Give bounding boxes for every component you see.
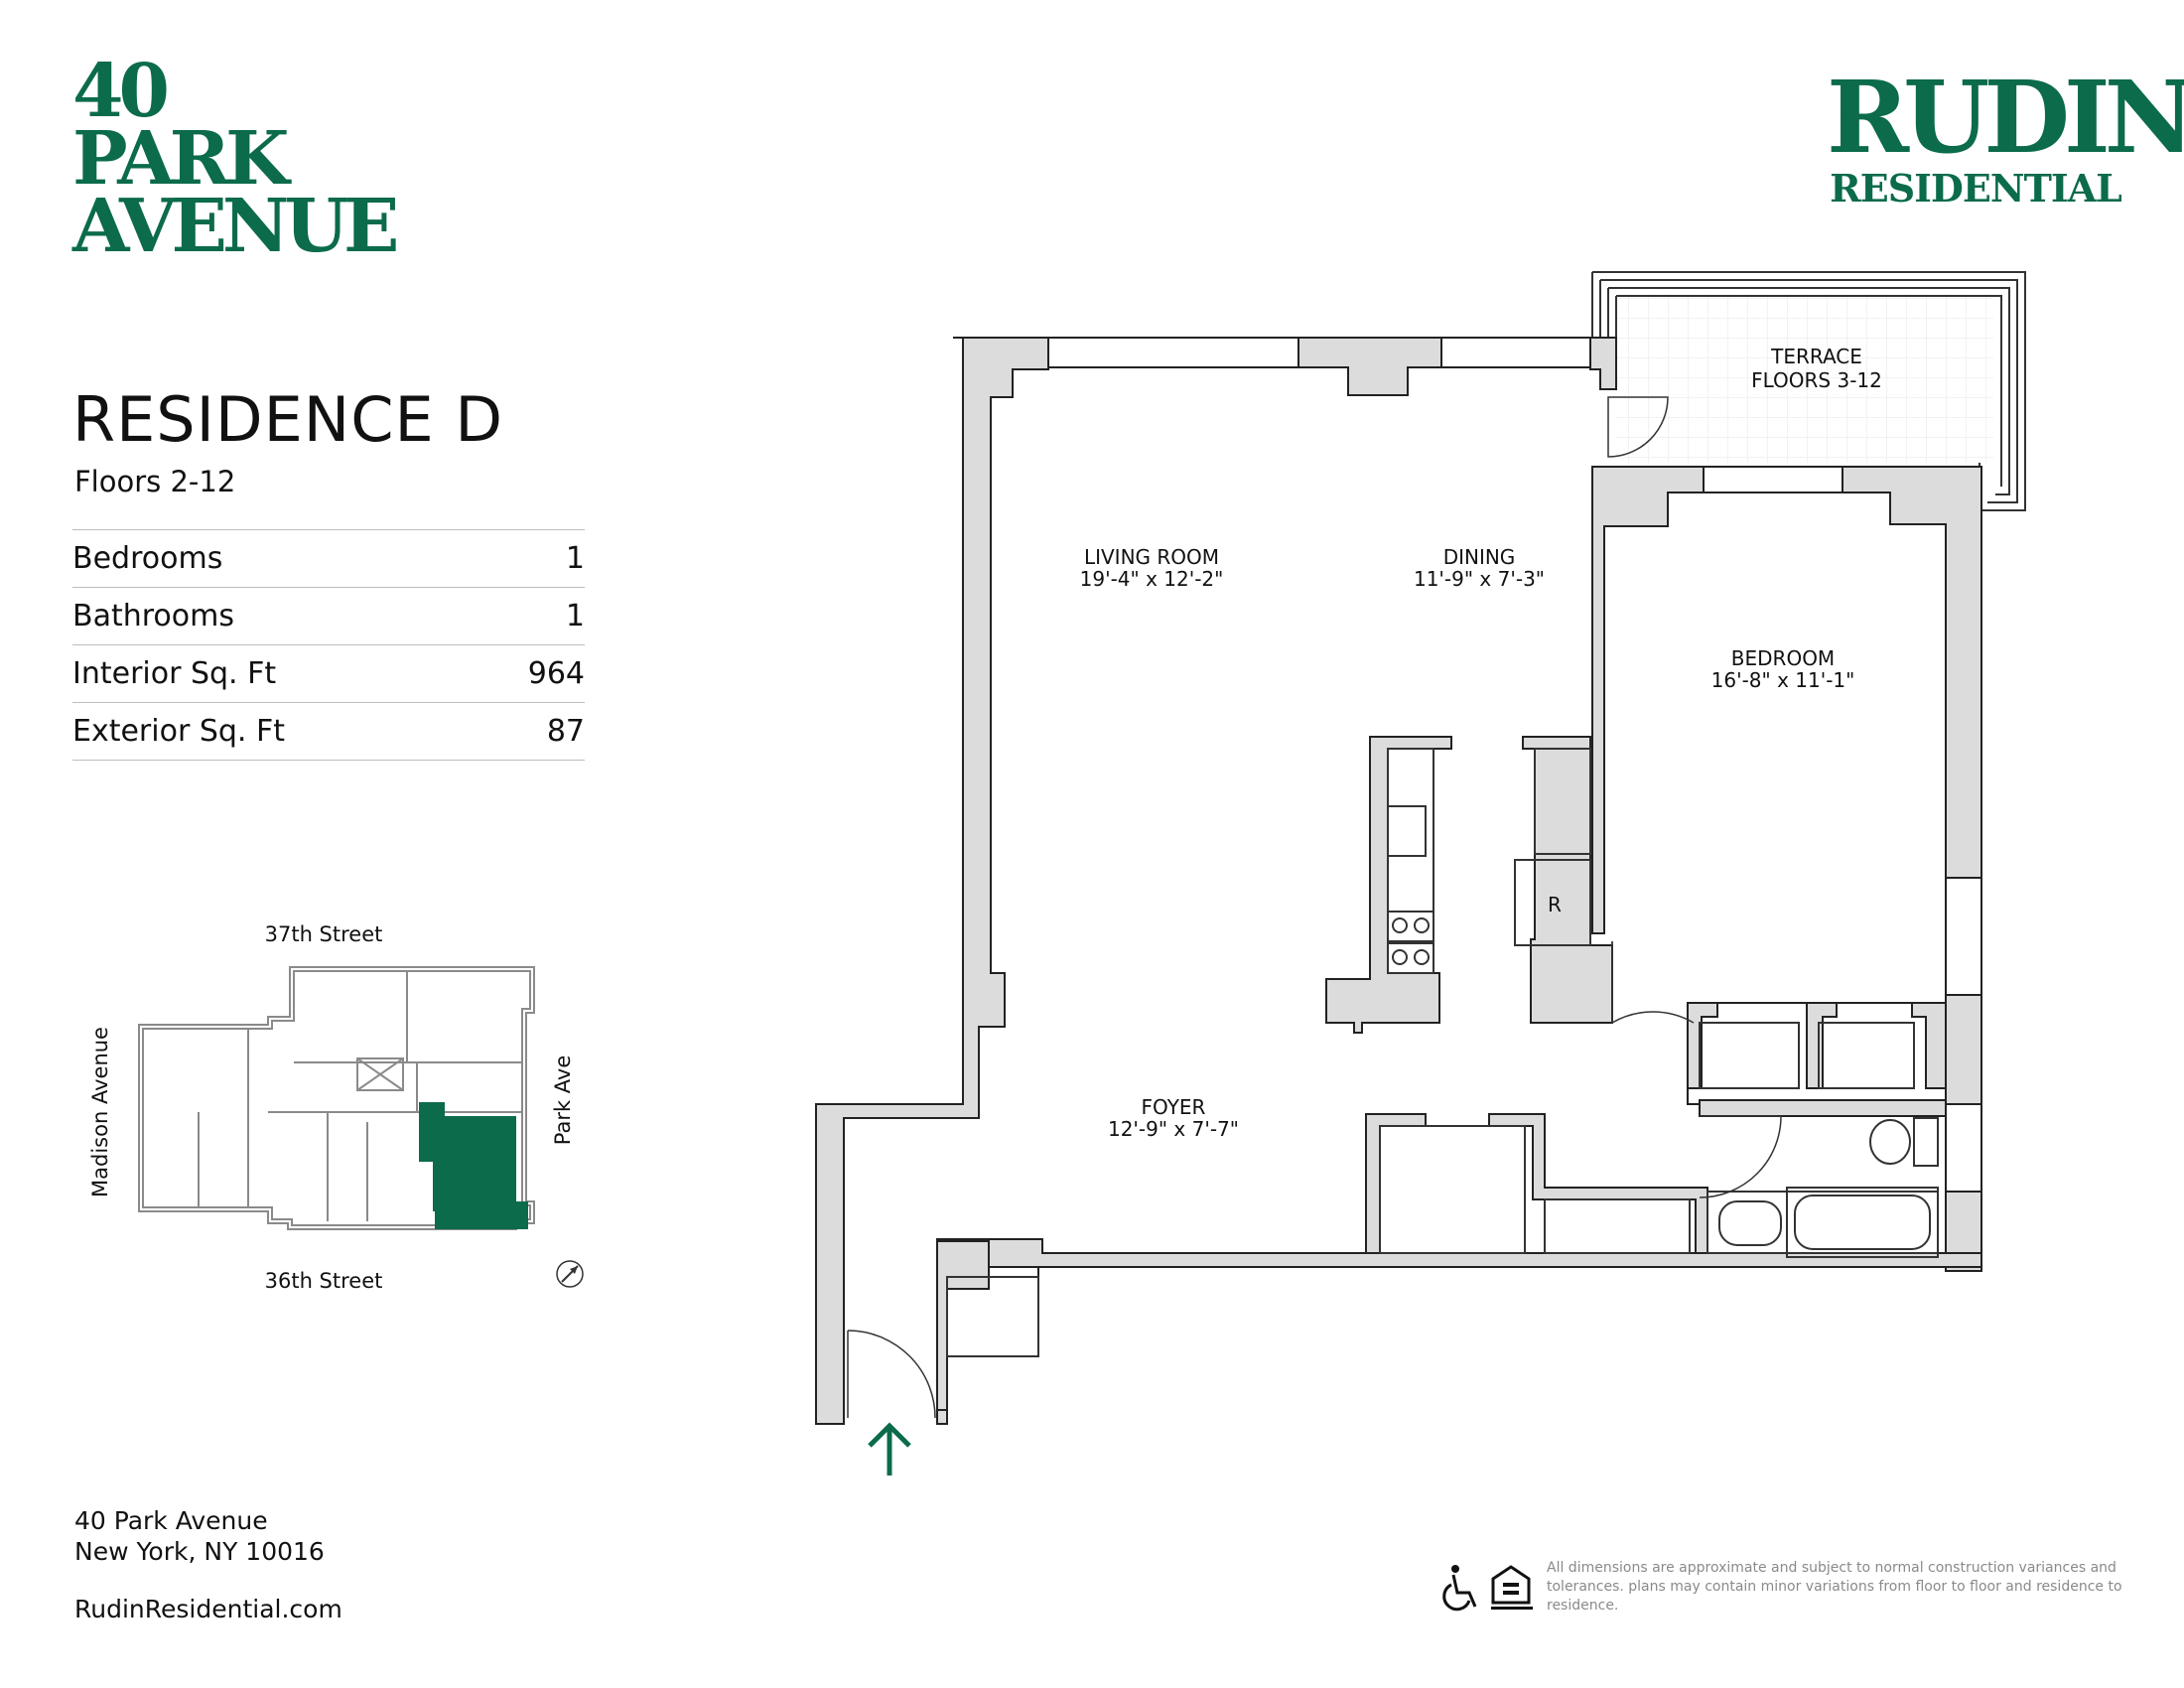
residence-highlight [419,1102,528,1229]
spec-label: Bedrooms [72,541,223,576]
bedroom-label: BEDROOM [1731,646,1835,670]
building-title-line1: 40 [72,49,170,134]
street-south-label: 36th Street [265,1269,383,1293]
terrace-label: TERRACE [1770,345,1862,368]
website-link[interactable]: RudinResidential.com [74,1595,342,1623]
brand-logo-line1: RUDIN [1827,59,2184,176]
spec-row-bathrooms: Bathrooms 1 [72,588,585,645]
dining-label: DINING [1443,545,1516,569]
address-line2: New York, NY 10016 [74,1537,325,1566]
walls [815,337,1982,1425]
terrace: TERRACE FLOORS 3-12 [1591,271,2026,511]
brand-logo: RUDIN RESIDENTIAL [1827,59,2184,211]
accessibility-icon [1442,1565,1477,1612]
spec-value: 964 [527,656,585,691]
residence-title: RESIDENCE D [72,383,504,456]
foyer-dims: 12'-9" x 7'-7" [1108,1117,1239,1141]
bedroom-dims: 16'-8" x 11'-1" [1711,668,1855,692]
key-plan-drawing: 37th Street 36th Street Madison Avenue P… [88,922,584,1293]
compass-icon [556,1260,584,1288]
spec-value: 87 [546,714,585,749]
entry-arrow-icon [868,1422,911,1476]
foyer-label: FOYER [1142,1095,1206,1119]
street-north-label: 37th Street [265,922,383,946]
equal-housing-icon [1491,1565,1533,1610]
spec-label: Exterior Sq. Ft [72,714,285,749]
spec-label: Bathrooms [72,599,234,633]
building-title: 40 PARK AVENUE [72,49,399,269]
building-title-line3: AVENUE [72,184,399,269]
doors [847,396,1782,1419]
specs-table: Bedrooms 1 Bathrooms 1 Interior Sq. Ft 9… [72,529,585,761]
building-title-line2: PARK [72,116,290,202]
disclaimer-text: All dimensions are approximate and subje… [1547,1560,2122,1614]
dining-dims: 11'-9" x 7'-3" [1414,567,1545,591]
key-plan: 37th Street 36th Street Madison Avenue P… [79,914,596,1301]
residence-floors: Floors 2-12 [74,465,236,498]
terrace-floors-label: FLOORS 3-12 [1751,368,1882,392]
living-room-dims: 19'-4" x 12'-2" [1080,567,1224,591]
street-west-label: Madison Avenue [88,1027,112,1197]
spec-row-exterior: Exterior Sq. Ft 87 [72,703,585,761]
key-plan-outline [138,966,535,1230]
living-room-label: LIVING ROOM [1084,545,1219,569]
spec-row-interior: Interior Sq. Ft 964 [72,645,585,703]
spec-value: 1 [565,599,585,633]
address-line1: 40 Park Avenue [74,1506,268,1535]
refrigerator-label: R [1548,893,1562,916]
spec-label: Interior Sq. Ft [72,656,277,691]
street-east-label: Park Ave [551,1055,575,1146]
fixtures [946,748,1939,1357]
address: 40 Park Avenue New York, NY 10016 [74,1505,325,1567]
spec-value: 1 [565,541,585,576]
brand-logo-line2: RESIDENTIAL [1830,166,2122,211]
compliance-icons [1442,1565,1533,1612]
spec-row-bedrooms: Bedrooms 1 [72,530,585,588]
